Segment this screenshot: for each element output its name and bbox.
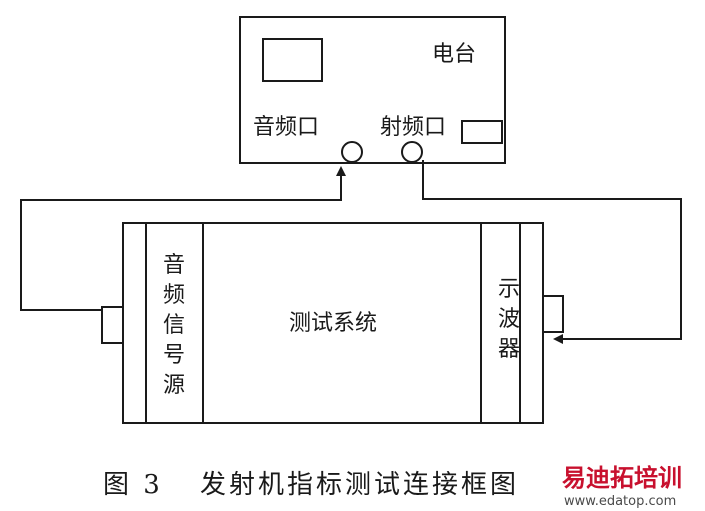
audio-port-jack bbox=[341, 141, 363, 163]
oscilloscope: 示 波 器 bbox=[498, 277, 520, 362]
oscilloscope-char: 示 bbox=[498, 277, 520, 302]
radio-label: 电台 bbox=[432, 42, 476, 67]
radio-box: 电台 音频口 射频口 bbox=[239, 16, 506, 164]
figure-number: 图 3 bbox=[103, 470, 163, 500]
signal-source-output-connector bbox=[101, 306, 124, 344]
rf-port-jack bbox=[401, 141, 423, 163]
audio-port-label: 音频口 bbox=[253, 115, 319, 140]
oscilloscope-char: 波 bbox=[498, 307, 520, 332]
test-system-box: 测试系统 音 频 信 号 源 示 波 器 bbox=[122, 222, 544, 424]
audio-cable-line bbox=[20, 166, 346, 311]
rf-port-connector bbox=[461, 120, 503, 144]
test-system-label: 测试系统 bbox=[289, 311, 377, 336]
signal-source-char: 音 bbox=[163, 253, 185, 278]
watermark-url: www.edatop.com bbox=[564, 494, 676, 509]
watermark: 易迪拓培训 www.edatop.com bbox=[562, 464, 682, 509]
rf-port-label: 射频口 bbox=[380, 115, 446, 140]
figure-title: 发射机指标测试连接框图 bbox=[200, 470, 519, 500]
oscilloscope-char: 器 bbox=[498, 337, 520, 362]
signal-source-char: 号 bbox=[163, 343, 185, 368]
radio-display-panel bbox=[262, 38, 323, 82]
audio-signal-source: 音 频 信 号 源 bbox=[163, 253, 185, 398]
signal-source-char: 源 bbox=[163, 373, 185, 398]
signal-source-char: 频 bbox=[163, 283, 185, 308]
rf-cable-line bbox=[422, 160, 682, 344]
signal-source-char: 信 bbox=[163, 313, 185, 338]
oscilloscope-input-connector bbox=[542, 295, 564, 333]
watermark-brand: 易迪拓培训 bbox=[562, 464, 682, 492]
